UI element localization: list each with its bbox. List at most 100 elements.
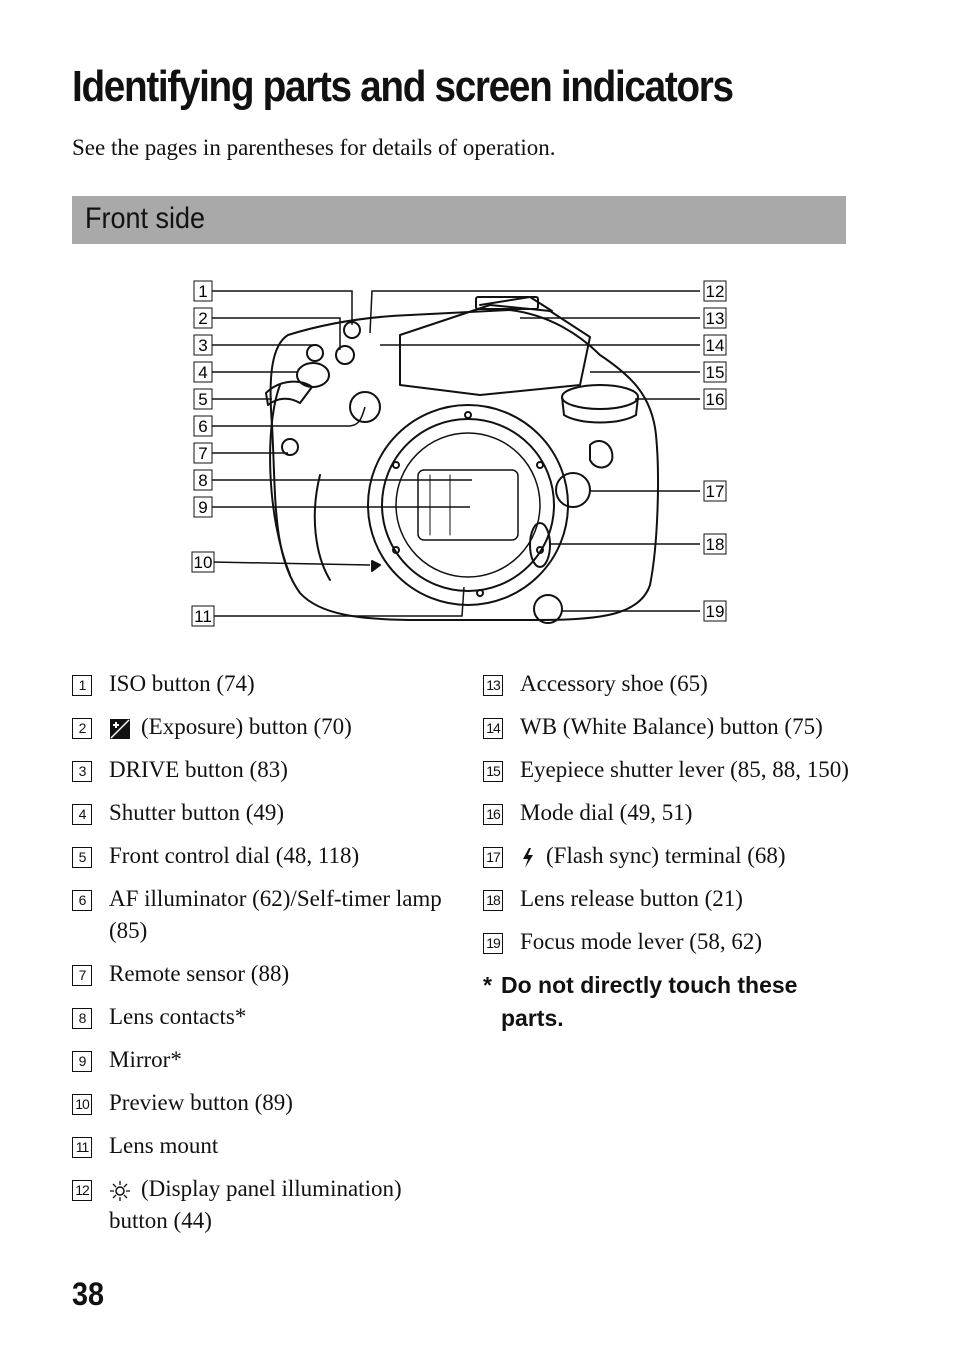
svg-text:15: 15: [706, 363, 725, 382]
prism-housing: [399, 304, 591, 396]
item-number: 17: [483, 847, 503, 868]
page-title: Identifying parts and screen indicators: [72, 62, 734, 111]
svg-text:3: 3: [198, 336, 207, 355]
item-number: 16: [483, 804, 503, 825]
item-number: 14: [483, 718, 503, 739]
callout-5: 5: [193, 388, 213, 410]
item-number: 3: [72, 761, 92, 782]
callout-10: 10: [191, 551, 215, 573]
item-number: 1: [72, 675, 92, 696]
legend-item: 7 Remote sensor (88): [72, 958, 452, 990]
callout-16: 16: [703, 388, 727, 410]
exposure-icon: [110, 718, 130, 739]
right-callouts: 12 13 14 15 16 17 18 19: [703, 280, 727, 622]
item-number: 9: [72, 1051, 92, 1072]
shutter-button: [296, 362, 330, 388]
mode-dial: [561, 384, 639, 410]
item-text: WB (White Balance) button (75): [520, 714, 823, 739]
callout-2: 2: [193, 307, 213, 329]
callout-13: 13: [703, 307, 727, 329]
front-control-dial: [265, 380, 313, 406]
svg-text:19: 19: [706, 602, 725, 621]
legend-item: 4 Shutter button (49): [72, 797, 452, 829]
mirror: [417, 469, 519, 541]
item-text: Mode dial (49, 51): [520, 800, 693, 825]
item-text: ISO button (74): [109, 671, 255, 696]
callout-12: 12: [703, 280, 727, 302]
legend-left-column: 1 ISO button (74) 2 (Exposure) button (70)…: [72, 668, 452, 1248]
callout-8: 8: [193, 469, 213, 491]
legend-item: 18 Lens release button (21): [483, 883, 853, 915]
svg-text:2: 2: [198, 309, 207, 328]
svg-text:9: 9: [198, 498, 207, 517]
camera-front-diagram: 1 2 3 4 5 6 7 8 9 10 11 12 13 14 15 16 1…: [191, 280, 727, 627]
item-number: 12: [72, 1180, 92, 1201]
item-number: 2: [72, 718, 92, 739]
item-number: 18: [483, 890, 503, 911]
svg-text:4: 4: [198, 363, 207, 382]
item-text: Front control dial (48, 118): [109, 843, 360, 868]
item-number: 19: [483, 933, 503, 954]
legend-item: 15 Eyepiece shutter lever (85, 88, 150): [483, 754, 853, 786]
item-text: Lens mount: [109, 1133, 219, 1158]
legend-item: 2 (Exposure) button (70): [72, 711, 452, 743]
caution-note: *Do not directly touch these parts.: [483, 969, 853, 1035]
legend-item: 8 Lens contacts*: [72, 1001, 452, 1033]
svg-text:11: 11: [194, 607, 212, 626]
item-text: Shutter button (49): [109, 800, 285, 825]
callout-17: 17: [703, 480, 727, 502]
item-number: 7: [72, 965, 92, 986]
item-number: 8: [72, 1008, 92, 1029]
item-text: (Exposure) button (70): [141, 714, 352, 739]
item-text: Eyepiece shutter lever (85, 88, 150): [520, 757, 849, 782]
item-text: Mirror*: [109, 1047, 182, 1072]
lens-mount-ring: [367, 404, 569, 606]
note-text: Do not directly touch these parts.: [501, 972, 798, 1031]
svg-text:8: 8: [198, 471, 207, 490]
item-text: Accessory shoe (65): [520, 671, 708, 696]
item-text: Lens release button (21): [520, 886, 743, 911]
item-number: 4: [72, 804, 92, 825]
item-number: 15: [483, 761, 503, 782]
item-text: Preview button (89): [109, 1090, 293, 1115]
callout-6: 6: [193, 415, 213, 437]
svg-text:12: 12: [706, 282, 725, 301]
legend-item: 12(Display panel illumination) button (4…: [72, 1173, 452, 1237]
af-illuminator: [349, 391, 381, 423]
svg-text:5: 5: [198, 390, 207, 409]
legend-item: 1 ISO button (74): [72, 668, 452, 700]
svg-text:16: 16: [706, 390, 725, 409]
callout-1: 1: [193, 280, 213, 302]
drive-button: [306, 344, 324, 362]
accessory-shoe: [475, 296, 539, 310]
page-subtitle: See the pages in parentheses for details…: [72, 135, 556, 160]
callout-19: 19: [703, 600, 727, 622]
focus-mode-lever: [533, 594, 563, 624]
svg-text:10: 10: [194, 553, 213, 572]
item-text: (Flash sync) terminal (68): [546, 843, 786, 868]
item-text: Remote sensor (88): [109, 961, 290, 986]
item-text: AF illuminator (62)/Self-timer lamp (85): [109, 886, 442, 943]
callout-18: 18: [703, 533, 727, 555]
item-text: Focus mode lever (58, 62): [520, 929, 763, 954]
svg-text:6: 6: [198, 417, 207, 436]
lens-release-button: [529, 522, 551, 568]
legend-item: 19 Focus mode lever (58, 62): [483, 926, 853, 958]
callout-7: 7: [193, 442, 213, 464]
callout-3: 3: [193, 334, 213, 356]
callout-9: 9: [193, 496, 213, 518]
left-callouts: 1 2 3 4 5 6 7 8 9 10 11: [191, 280, 215, 627]
item-number: 10: [72, 1094, 92, 1115]
section-header: Front side: [72, 196, 846, 244]
legend-item: 17 (Flash sync) terminal (68): [483, 840, 853, 872]
illumination-icon: [110, 1180, 130, 1201]
item-text: Lens contacts*: [109, 1004, 247, 1029]
legend-item: 10 Preview button (89): [72, 1087, 452, 1119]
callout-14: 14: [703, 334, 727, 356]
